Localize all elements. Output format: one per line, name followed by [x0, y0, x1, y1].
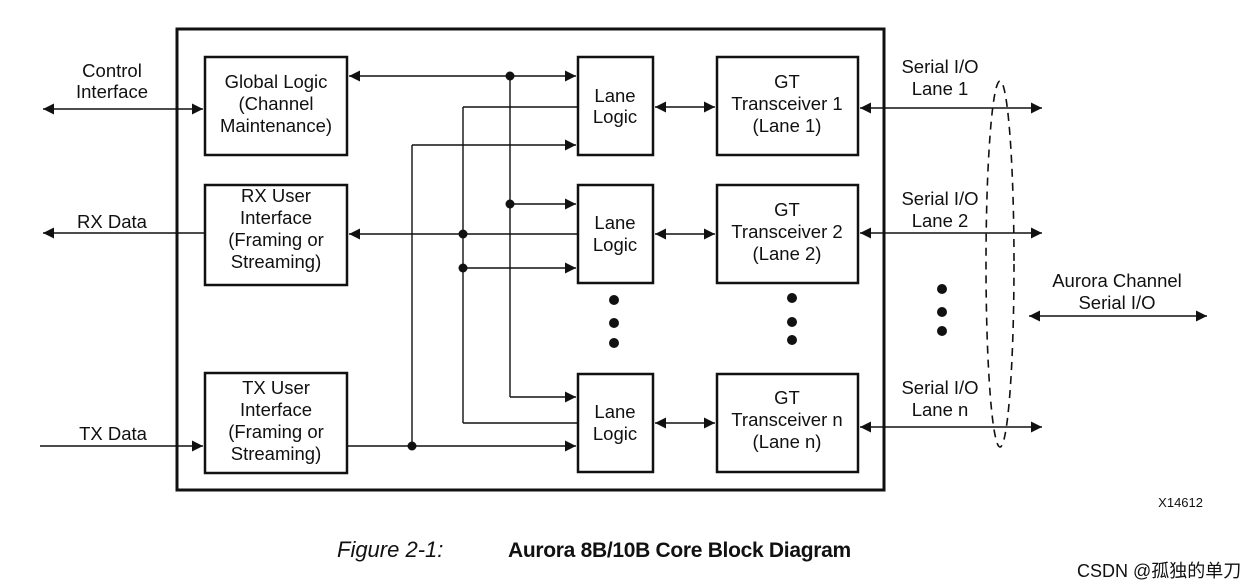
svg-text:Lane: Lane [594, 85, 635, 106]
svg-text:RX User: RX User [241, 185, 311, 206]
svg-text:Interface: Interface [76, 81, 148, 102]
gt-transceiver-2-box [715, 183, 860, 285]
svg-text:GT: GT [774, 71, 800, 92]
svg-text:Serial I/O: Serial I/O [901, 188, 978, 209]
svg-text:Serial I/O: Serial I/O [1078, 292, 1155, 313]
gt-transceiver-ellipsis-dots [787, 293, 797, 345]
aurora-channel-label: Aurora Channel Serial I/O [1052, 270, 1182, 313]
svg-text:Transceiver 1: Transceiver 1 [731, 93, 842, 114]
tx-data-label: TX Data [79, 423, 148, 444]
csdn-watermark: CSDN @孤独的单刀 [1077, 561, 1241, 581]
svg-text:Streaming): Streaming) [231, 443, 321, 464]
svg-text:(Lane n): (Lane n) [753, 431, 822, 452]
serial-io-lanen-label: Serial I/O Lane n [901, 377, 978, 420]
figure-caption-title: Aurora 8B/10B Core Block Diagram [508, 539, 851, 562]
svg-text:(Framing or: (Framing or [228, 229, 324, 250]
lane-logic-n-box [576, 372, 655, 474]
svg-text:Logic: Logic [593, 234, 637, 255]
serial-lane-ellipsis-dots [937, 284, 947, 336]
channel-bonding-ellipse [985, 80, 1015, 448]
lane-logic-n-label: Lane Logic [593, 401, 637, 444]
svg-text:Transceiver n: Transceiver n [731, 409, 842, 430]
figure-id: X14612 [1158, 495, 1203, 510]
control-interface-label: Control Interface [76, 60, 148, 102]
svg-text:Logic: Logic [593, 106, 637, 127]
svg-text:Logic: Logic [593, 423, 637, 444]
serial-io-lane1-label: Serial I/O Lane 1 [901, 56, 978, 99]
global-logic-label: Global Logic (Channel Maintenance) [220, 71, 332, 136]
gt-transceiver-2-label: GT Transceiver 2 (Lane 2) [731, 199, 842, 264]
svg-text:GT: GT [774, 199, 800, 220]
junction-dot [505, 199, 515, 209]
svg-text:Global Logic: Global Logic [225, 71, 328, 92]
svg-text:Lane 1: Lane 1 [912, 78, 969, 99]
junction-dots [407, 71, 515, 451]
svg-text:TX User: TX User [242, 377, 310, 398]
svg-text:GT: GT [774, 387, 800, 408]
svg-text:Serial I/O: Serial I/O [901, 377, 978, 398]
gt-transceiver-1-box [715, 55, 860, 157]
global-logic-box [203, 55, 349, 157]
figure-caption-label: Figure 2-1: [337, 537, 443, 562]
figure-caption: Figure 2-1: Aurora 8B/10B Core Block Dia… [337, 537, 851, 562]
svg-text:Interface: Interface [240, 207, 312, 228]
lane-logic-1-box [576, 55, 655, 157]
svg-text:Lane 2: Lane 2 [912, 210, 969, 231]
junction-dot [458, 229, 468, 239]
gt-transceiver-1-label: GT Transceiver 1 (Lane 1) [731, 71, 842, 136]
svg-text:Aurora Channel: Aurora Channel [1052, 270, 1182, 291]
rx-user-interface-label: RX User Interface (Framing or Streaming) [228, 185, 324, 272]
rx-data-label: RX Data [77, 211, 148, 232]
tx-user-interface-label: TX User Interface (Framing or Streaming) [228, 377, 324, 464]
gt-transceiver-n-box [715, 372, 860, 474]
svg-text:Interface: Interface [240, 399, 312, 420]
svg-text:(Lane 2): (Lane 2) [753, 243, 822, 264]
svg-text:Lane: Lane [594, 212, 635, 233]
junction-dot [458, 263, 468, 273]
svg-text:Lane n: Lane n [912, 399, 969, 420]
svg-text:(Channel: (Channel [238, 93, 313, 114]
junction-dot [407, 441, 417, 451]
svg-text:(Framing or: (Framing or [228, 421, 324, 442]
svg-text:Lane: Lane [594, 401, 635, 422]
svg-text:(Lane 1): (Lane 1) [753, 115, 822, 136]
lane-logic-1-label: Lane Logic [593, 85, 637, 127]
svg-text:Streaming): Streaming) [231, 251, 321, 272]
svg-text:Control: Control [82, 60, 142, 81]
junction-dot [505, 71, 515, 81]
svg-text:Serial I/O: Serial I/O [901, 56, 978, 77]
serial-io-lane2-label: Serial I/O Lane 2 [901, 188, 978, 231]
tx-user-interface-box [203, 371, 349, 475]
rx-user-interface-box [203, 183, 349, 287]
svg-text:Transceiver 2: Transceiver 2 [731, 221, 842, 242]
gt-transceiver-n-label: GT Transceiver n (Lane n) [731, 387, 842, 452]
lane-logic-2-label: Lane Logic [593, 212, 637, 255]
lane-logic-ellipsis-dots [609, 295, 619, 348]
svg-text:Maintenance): Maintenance) [220, 115, 332, 136]
